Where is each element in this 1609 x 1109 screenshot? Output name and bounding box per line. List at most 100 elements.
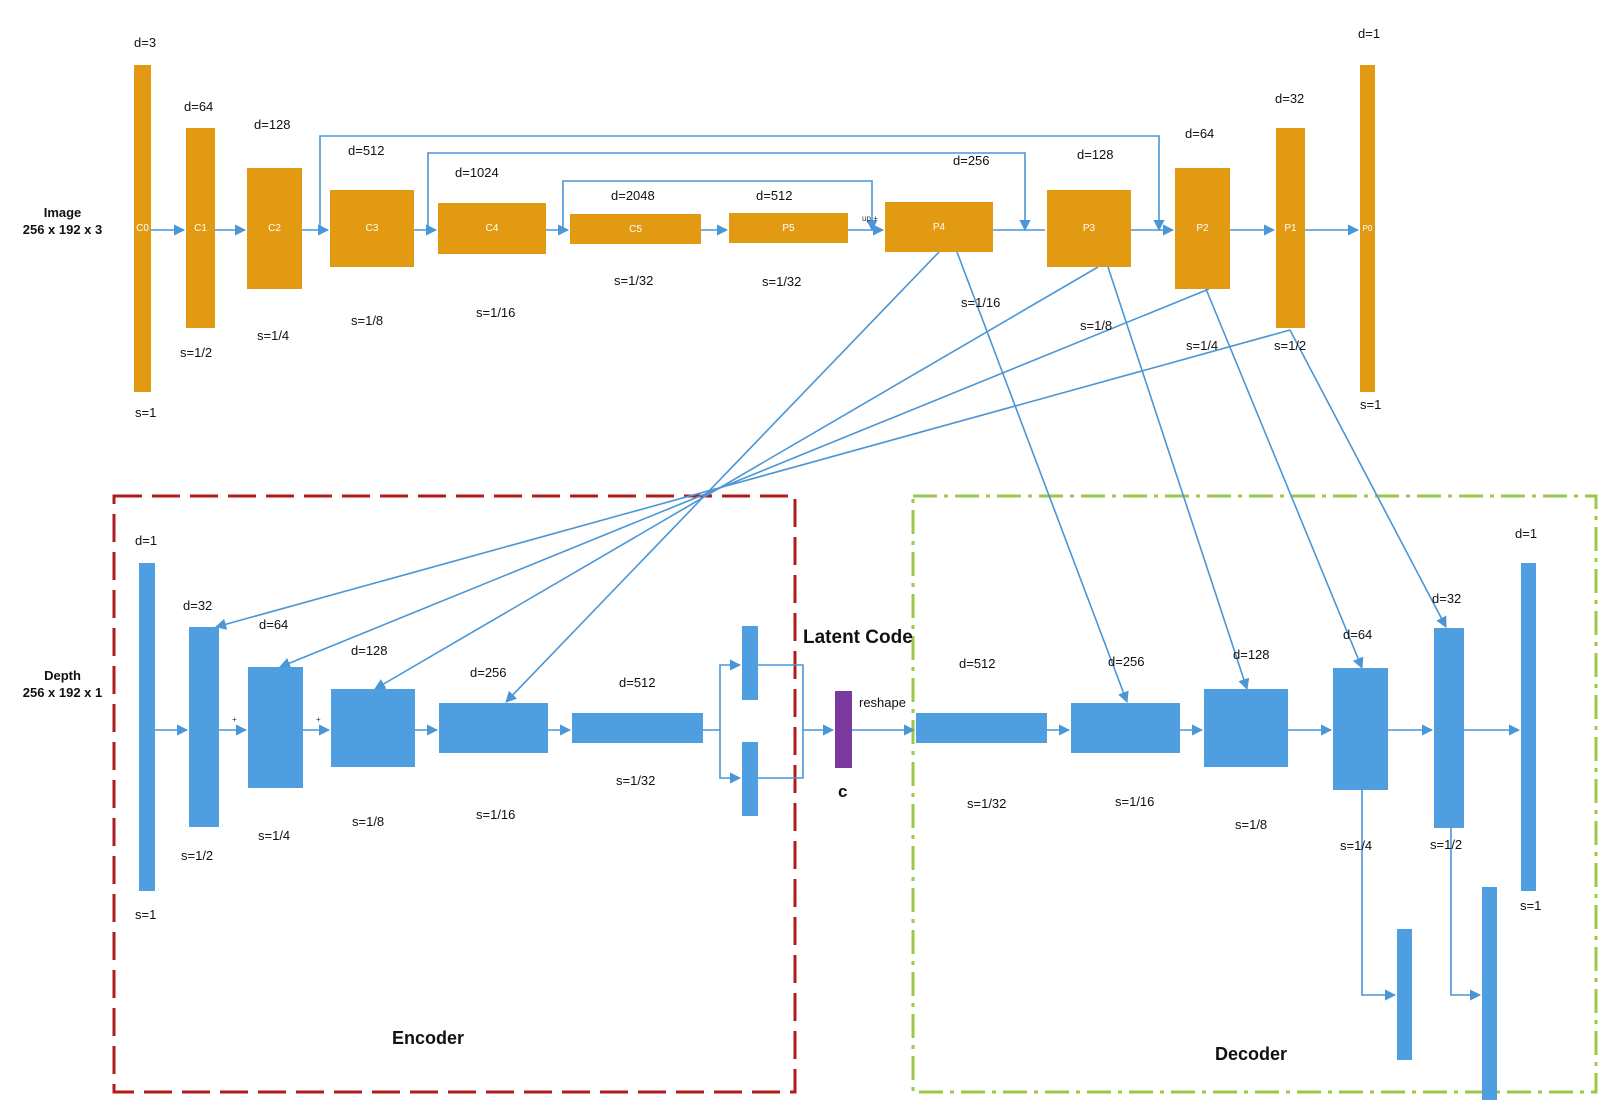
dec3-depth-label: d=128 bbox=[1233, 647, 1270, 662]
encoder-block-6 bbox=[572, 713, 703, 743]
arrow-dec5-side bbox=[1450, 828, 1482, 1001]
image-input-size: 256 x 192 x 3 bbox=[22, 221, 103, 237]
block-p4-label: P4 bbox=[932, 221, 946, 233]
depth-input-label: Depth 256 x 192 x 1 bbox=[10, 668, 115, 702]
block-p1: P1 bbox=[1276, 128, 1305, 328]
skip-c2-p2 bbox=[319, 135, 1165, 232]
depth-input-size: 256 x 192 x 1 bbox=[22, 684, 103, 700]
block-p3-label: P3 bbox=[1082, 223, 1096, 234]
decoder-block-3 bbox=[1204, 689, 1288, 767]
block-c2-label: C2 bbox=[268, 223, 281, 234]
block-p2: P2 bbox=[1175, 168, 1230, 289]
merge-upper bbox=[758, 664, 804, 730]
dec5-stride-label: s=1/2 bbox=[1430, 837, 1463, 852]
block-c3-label: C3 bbox=[365, 223, 379, 234]
dec4-depth-label: d=64 bbox=[1343, 627, 1373, 642]
dec1-stride-label: s=1/32 bbox=[967, 796, 1007, 811]
encoder-block-5 bbox=[439, 703, 548, 753]
block-p5-label: P5 bbox=[782, 222, 795, 234]
block-p0-label: P0 bbox=[1362, 224, 1373, 233]
block-c3: C3 bbox=[330, 190, 414, 267]
image-input-title: Image bbox=[43, 205, 82, 220]
p3-stride-label: s=1/8 bbox=[1080, 318, 1113, 333]
decoder-block-1 bbox=[916, 713, 1047, 743]
block-c1: C1 bbox=[186, 128, 215, 328]
decoder-side-output-1 bbox=[1397, 929, 1412, 1060]
block-c2: C2 bbox=[247, 168, 302, 289]
c5-stride-label: s=1/32 bbox=[614, 273, 654, 288]
block-p0: P0 bbox=[1360, 65, 1375, 392]
link-p3-dec3 bbox=[1107, 266, 1250, 691]
fork-upper bbox=[719, 659, 742, 730]
image-input-label: Image 256 x 192 x 3 bbox=[10, 205, 115, 239]
p0-depth-label: d=1 bbox=[1358, 26, 1381, 41]
c0-stride-label: s=1 bbox=[135, 405, 157, 420]
decoder-title: Decoder bbox=[1215, 1044, 1288, 1064]
c4-stride-label: s=1/16 bbox=[476, 305, 516, 320]
c1-stride-label: s=1/2 bbox=[180, 345, 213, 360]
enc4-stride-label: s=1/8 bbox=[352, 814, 385, 829]
dec4-stride-label: s=1/4 bbox=[1340, 838, 1373, 853]
block-c4-label: C4 bbox=[485, 223, 499, 234]
latent-code-block bbox=[835, 691, 852, 768]
encoder-block-4 bbox=[331, 689, 415, 767]
decoder-block-5 bbox=[1434, 628, 1464, 828]
enc2-depth-label: d=32 bbox=[183, 598, 213, 613]
block-p3: P3 bbox=[1047, 190, 1131, 267]
skip-c4-p4 bbox=[562, 180, 878, 232]
link-p2-enc3 bbox=[278, 288, 1210, 669]
p3-depth-label: d=128 bbox=[1077, 147, 1114, 162]
block-c1-label: C1 bbox=[194, 222, 207, 234]
enc3-stride-label: s=1/4 bbox=[258, 828, 291, 843]
encoder-branch-lower bbox=[742, 742, 758, 816]
dec6-stride-label: s=1 bbox=[1520, 898, 1542, 913]
p4-depth-label: d=256 bbox=[953, 153, 990, 168]
block-c0-label: C0 bbox=[136, 223, 149, 234]
decoder-frame bbox=[911, 494, 1598, 1094]
latent-code-title: Latent Code bbox=[803, 627, 913, 648]
block-p1-label: P1 bbox=[1284, 222, 1297, 234]
enc5-depth-label: d=256 bbox=[470, 665, 507, 680]
p1-depth-label: d=32 bbox=[1275, 91, 1305, 106]
block-c5-label: C5 bbox=[629, 223, 642, 235]
block-c5: C5 bbox=[570, 214, 701, 244]
depth-input-title: Depth bbox=[44, 668, 81, 683]
decoder-block-4 bbox=[1333, 668, 1388, 790]
encoder-block-2 bbox=[189, 627, 219, 827]
enc4-depth-label: d=128 bbox=[351, 643, 388, 658]
p2-depth-label: d=64 bbox=[1185, 126, 1215, 141]
c1-depth-label: d=64 bbox=[184, 99, 214, 114]
link-p1-enc2 bbox=[214, 329, 1291, 630]
encoder-block-3 bbox=[248, 667, 303, 788]
link-p2-dec4 bbox=[1205, 288, 1364, 670]
encoder-frame bbox=[112, 494, 797, 1094]
reshape-label: reshape bbox=[859, 695, 906, 710]
p2-stride-label: s=1/4 bbox=[1186, 338, 1219, 353]
encoder-title: Encoder bbox=[392, 1028, 465, 1048]
block-p2-label: P2 bbox=[1196, 223, 1209, 234]
p4-stride-label: s=1/16 bbox=[961, 295, 1001, 310]
latent-c-label: c bbox=[838, 782, 848, 801]
p1-stride-label: s=1/2 bbox=[1274, 338, 1307, 353]
decoder-block-2 bbox=[1071, 703, 1180, 753]
c4-depth-label: d=1024 bbox=[455, 165, 499, 180]
dec2-depth-label: d=256 bbox=[1108, 654, 1145, 669]
decoder-block-6 bbox=[1521, 563, 1536, 891]
link-p4-enc5 bbox=[505, 251, 940, 703]
c2-stride-label: s=1/4 bbox=[257, 328, 290, 343]
decoder-side-output-2 bbox=[1482, 887, 1497, 1100]
dec2-stride-label: s=1/16 bbox=[1115, 794, 1155, 809]
enc6-depth-label: d=512 bbox=[619, 675, 656, 690]
encoder-block-1 bbox=[139, 563, 155, 891]
block-c0: C0 bbox=[134, 65, 151, 392]
enc1-depth-label: d=1 bbox=[135, 533, 158, 548]
c3-stride-label: s=1/8 bbox=[351, 313, 384, 328]
enc6-stride-label: s=1/32 bbox=[616, 773, 656, 788]
merge-lower bbox=[758, 730, 804, 779]
block-p5: P5 bbox=[729, 213, 848, 243]
plus-sign-2: + bbox=[316, 715, 321, 724]
enc1-stride-label: s=1 bbox=[135, 907, 157, 922]
dec5-depth-label: d=32 bbox=[1432, 591, 1462, 606]
